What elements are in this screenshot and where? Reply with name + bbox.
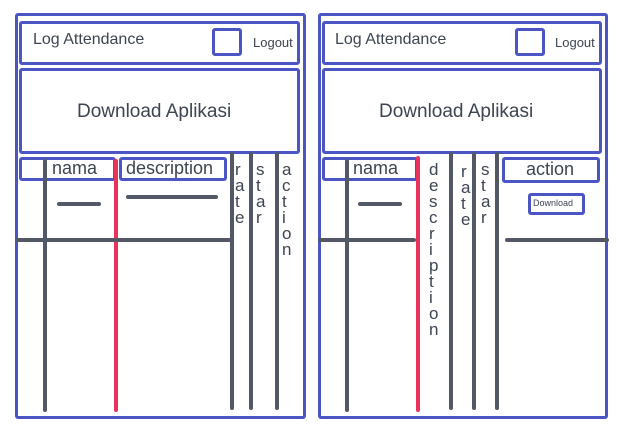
right-download-aplikasi-button[interactable]: Download Aplikasi [379, 101, 534, 122]
right-download-label: Download [533, 198, 574, 208]
left-divider-star [249, 152, 253, 410]
right-app-title: Log Attendance [335, 31, 447, 48]
right-row-divider-left [318, 238, 416, 242]
left-row-placeholder-nama [57, 202, 101, 206]
right-menu-icon[interactable] [515, 28, 545, 56]
right-divider-action [495, 152, 499, 410]
right-divider-rate [449, 152, 453, 410]
left-download-aplikasi-button[interactable]: Download Aplikasi [77, 101, 232, 122]
left-row-placeholder-description [126, 195, 218, 199]
left-col-description-box [119, 157, 227, 181]
right-col-action: action [526, 159, 575, 179]
left-app-title: Log Attendance [33, 31, 145, 48]
right-frame [318, 13, 608, 419]
right-row-placeholder-nama [358, 202, 402, 206]
right-divider-description [416, 156, 420, 412]
right-banner [322, 68, 602, 154]
left-row-divider [15, 238, 231, 242]
left-logout-button[interactable]: Logout [253, 35, 293, 50]
right-col-action-box [502, 157, 600, 183]
left-divider-action [275, 152, 279, 410]
left-col-description: description [126, 158, 214, 178]
right-col-nama: nama [353, 158, 399, 178]
right-header [322, 21, 602, 65]
left-divider-rate [230, 152, 234, 410]
left-header [19, 21, 300, 65]
right-download-button[interactable] [528, 193, 585, 215]
left-col-nama: nama [52, 158, 98, 178]
left-menu-icon[interactable] [212, 28, 242, 56]
left-frame [15, 13, 306, 419]
left-banner [19, 68, 300, 154]
right-divider-star [472, 152, 476, 410]
right-row-divider-right [505, 238, 609, 242]
left-divider-nama [43, 159, 47, 412]
left-divider-description [114, 159, 118, 412]
right-divider-nama [345, 159, 349, 412]
right-logout-button[interactable]: Logout [555, 35, 595, 50]
